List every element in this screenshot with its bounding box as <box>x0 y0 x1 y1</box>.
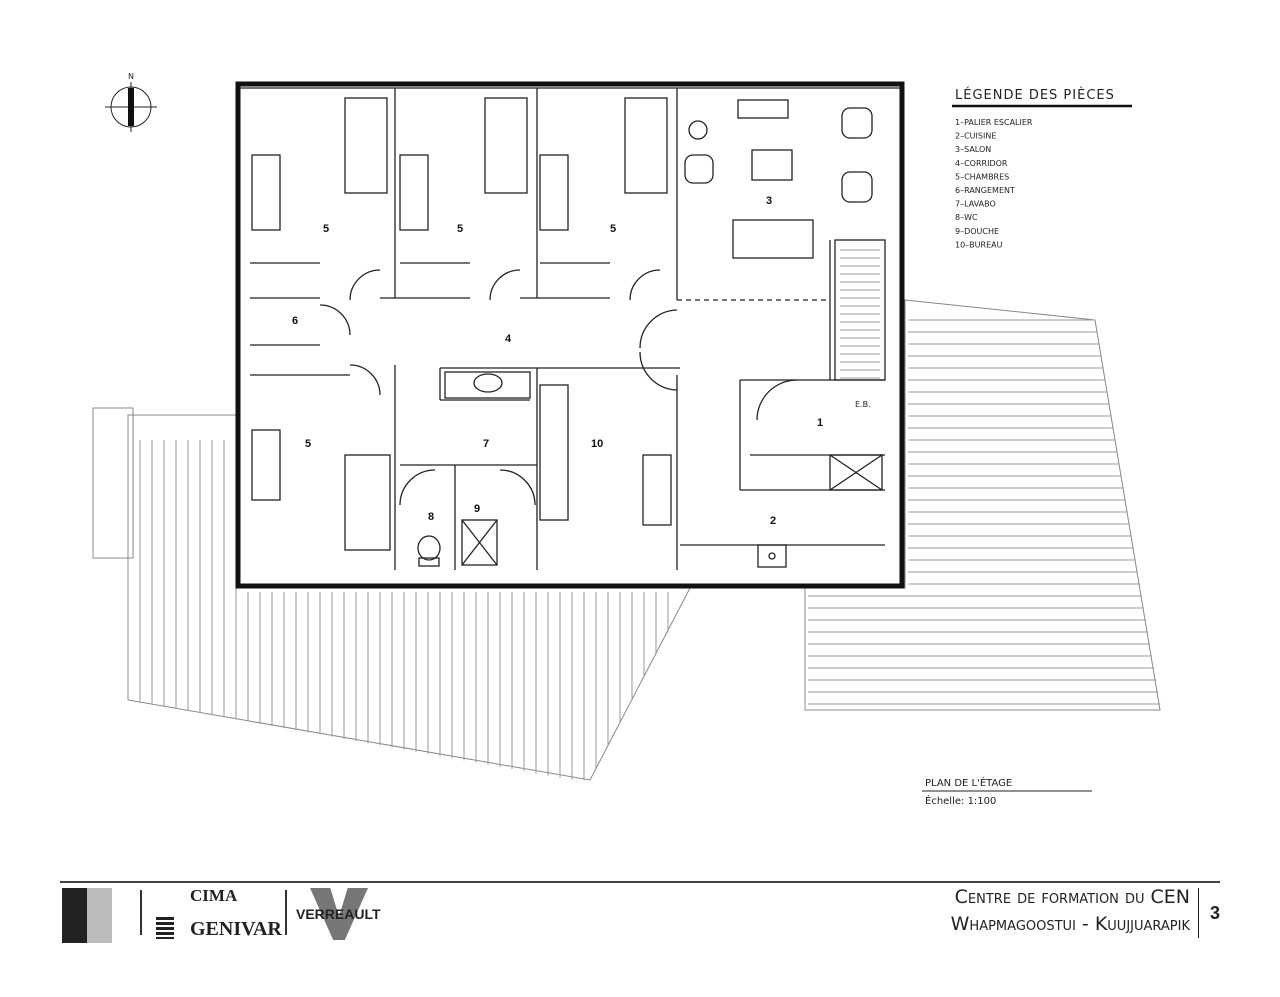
furniture <box>251 97 873 568</box>
logo-genivar: GENIVAR <box>190 918 282 940</box>
project-title-line2: Whapmagoostui - Kuujjuarapik <box>950 913 1190 935</box>
page-divider <box>1198 888 1199 938</box>
room-label: 1 <box>817 417 823 429</box>
legend-item: 10–BUREAU <box>955 240 1003 249</box>
deck-east <box>804 299 1161 711</box>
plan-title: PLAN DE L'ÉTAGE <box>925 776 1012 789</box>
logo-firm <box>62 888 112 943</box>
room-label: 3 <box>766 195 772 207</box>
room-label: 5 <box>305 438 311 450</box>
room-label: 5 <box>323 223 329 235</box>
legend-item: 8–WC <box>955 213 978 222</box>
project-title-line1: Centre de formation du CEN <box>954 886 1190 908</box>
legend-item: 5–CHAMBRES <box>955 172 1009 181</box>
legend-item: 7–LAVABO <box>955 200 996 209</box>
project-title: Centre de formation du CEN Whapmagoostui… <box>951 884 1190 938</box>
logo-separator <box>140 890 142 935</box>
doors <box>319 269 798 506</box>
north-label: N <box>128 72 134 81</box>
room-label: 2 <box>770 515 776 527</box>
legend-item: 1–PALIER ESCALIER <box>955 118 1033 127</box>
staircase <box>834 239 886 381</box>
genivar-icon <box>156 917 174 939</box>
stair-mark: E.B. <box>855 400 871 409</box>
room-label: 6 <box>292 315 298 327</box>
page-number: 3 <box>1210 903 1221 923</box>
interior-walls <box>250 88 885 570</box>
legend-item: 9–DOUCHE <box>955 227 999 236</box>
legend-item: 6–RANGEMENT <box>955 186 1015 195</box>
logo-verreault: VERREAULT <box>296 906 381 922</box>
room-label: 5 <box>457 223 463 235</box>
room-label: 7 <box>483 438 489 450</box>
deck-west <box>92 407 134 559</box>
room-label: 9 <box>474 503 480 515</box>
room-legend: LÉGENDE DES PIÈCES 1–PALIER ESCALIER 2–CU… <box>952 87 1132 249</box>
legend-item: 3–SALON <box>955 145 991 154</box>
deck-south <box>127 414 691 781</box>
legend-item: 4–CORRIDOR <box>955 159 1008 168</box>
plan-title-block: PLAN DE L'ÉTAGE Échelle: 1:100 <box>922 776 1092 807</box>
logo-cima: CIMA <box>190 886 238 905</box>
room-label: 4 <box>505 333 512 345</box>
logo-separator <box>285 890 287 935</box>
north-arrow: N <box>105 72 157 132</box>
footer-divider <box>60 881 1220 883</box>
legend-item: 2–CUISINE <box>955 132 996 141</box>
room-label: 10 <box>591 438 603 450</box>
legend-title: LÉGENDE DES PIÈCES <box>955 87 1115 103</box>
room-labels: 5 5 5 3 6 4 1 5 7 10 8 9 2 E.B. <box>292 195 871 527</box>
exterior-walls <box>235 81 905 589</box>
room-label: 5 <box>610 223 616 235</box>
room-label: 8 <box>428 511 434 523</box>
plan-scale: Échelle: 1:100 <box>925 794 996 807</box>
